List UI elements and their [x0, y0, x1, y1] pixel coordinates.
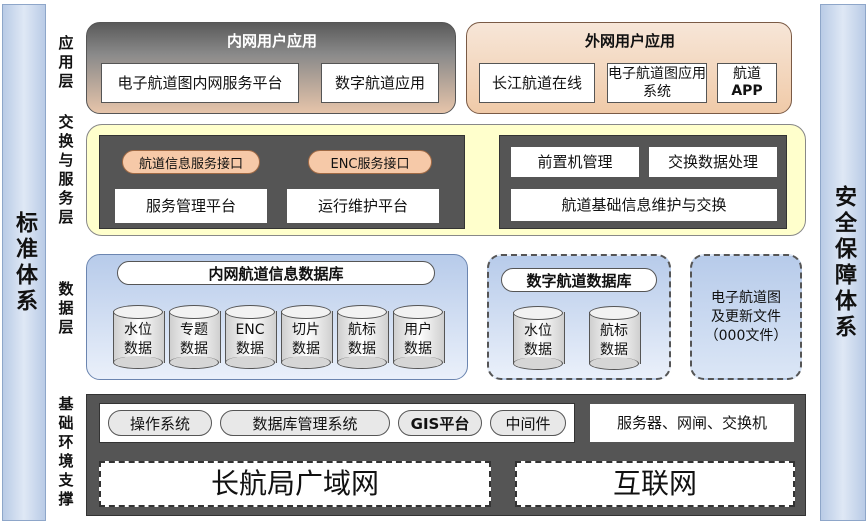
exchange-data-processing: 交换数据处理	[648, 146, 778, 178]
exchange-service-panel: 航道信息服务接口 ENC服务接口 服务管理平台 运行维护平台 前置机管理 交换数…	[86, 124, 806, 236]
waterway-basic-info-maintenance: 航道基础信息维护与交换	[510, 188, 778, 222]
operating-system: 操作系统	[108, 410, 212, 436]
gis-platform: GIS平台	[398, 410, 482, 436]
enc-files-line-1: 电子航道图	[711, 289, 781, 306]
enc-update-files-panel: 电子航道图 及更新文件 （000文件）	[690, 254, 802, 380]
thematic-db-cylinder: 专题数据	[169, 305, 221, 369]
enc-files-line-3: （000文件）	[704, 327, 788, 344]
layer-label-exchange: 交换与服务层	[58, 113, 74, 226]
layer-label-infra: 基础环境支撑	[58, 395, 74, 508]
changjiang-waterway-online: 长江航道在线	[479, 63, 595, 103]
exchange-data-group: 前置机管理 交换数据处理 航道基础信息维护与交换	[499, 135, 787, 229]
enc-application-system: 电子航道图应用系统	[607, 63, 707, 103]
changhang-wan: 长航局广域网	[99, 461, 491, 507]
layer-label-data: 数据层	[58, 280, 74, 336]
front-end-machine-management: 前置机管理	[510, 146, 640, 178]
intranet-app-panel: 内网用户应用 电子航道图内网服务平台 数字航道应用	[86, 22, 456, 114]
enc-intranet-platform: 电子航道图内网服务平台	[101, 63, 299, 103]
operation-maintenance-platform: 运行维护平台	[286, 188, 440, 224]
infrastructure-panel: 操作系统 数据库管理系统 GIS平台 中间件 服务器、网闸、交换机 长航局广域网…	[86, 394, 806, 516]
digital-water-level-db-cylinder: 水位数据	[513, 306, 565, 370]
service-management-platform: 服务管理平台	[114, 188, 268, 224]
extranet-app-panel: 外网用户应用 长江航道在线 电子航道图应用系统 航道 APP	[466, 22, 792, 114]
digital-navaid-db-cylinder: 航标数据	[589, 306, 641, 370]
software-strip: 操作系统 数据库管理系统 GIS平台 中间件	[99, 403, 575, 443]
tile-db-cylinder: 切片数据	[281, 305, 333, 369]
waterway-info-service-interface: 航道信息服务接口	[122, 150, 260, 174]
water-level-db-cylinder: 水位数据	[113, 305, 165, 369]
internet: 互联网	[515, 461, 795, 507]
intranet-app-title: 内网用户应用	[226, 31, 317, 50]
digital-waterway-app: 数字航道应用	[321, 63, 439, 103]
security-system-label: 安全保障体系	[831, 184, 856, 341]
enc-files-line-2: 及更新文件	[711, 308, 781, 325]
standards-system-label: 标准体系	[12, 210, 37, 315]
middleware: 中间件	[490, 410, 566, 436]
digital-db-title: 数字航道数据库	[501, 268, 657, 292]
layer-label-app: 应用层	[58, 34, 74, 90]
enc-service-interface: ENC服务接口	[308, 150, 432, 174]
navaid-db-cylinder: 航标数据	[337, 305, 389, 369]
dbms: 数据库管理系统	[220, 410, 390, 436]
digital-db-panel: 数字航道数据库 水位数据航标数据	[487, 254, 671, 380]
standards-system-bar: 标准体系	[2, 4, 46, 521]
intranet-db-title: 内网航道信息数据库	[117, 261, 435, 285]
extranet-app-title: 外网用户应用	[584, 31, 675, 50]
security-system-bar: 安全保障体系	[820, 4, 866, 521]
servers-gateways-switches: 服务器、网闸、交换机	[589, 403, 795, 443]
waterway-app: 航道 APP	[717, 63, 777, 103]
user-db-cylinder: 用户数据	[393, 305, 445, 369]
service-interface-group: 航道信息服务接口 ENC服务接口 服务管理平台 运行维护平台	[99, 135, 465, 229]
